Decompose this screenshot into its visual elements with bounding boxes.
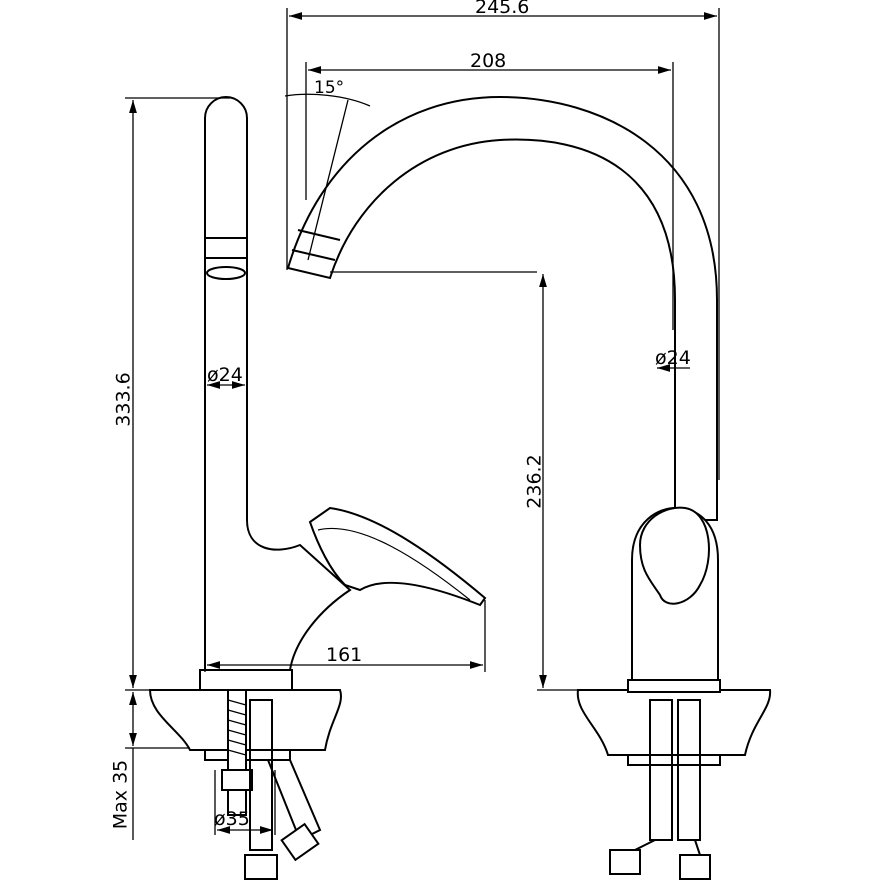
overall-width-label: 245.6 (475, 0, 530, 18)
left-hose-nut-1 (244, 854, 278, 880)
right-hose-2 (677, 699, 701, 841)
left-aerator-ring (204, 237, 248, 259)
left-lever-handle (308, 506, 487, 607)
max-counter-thickness-label: Max 35 (109, 759, 132, 830)
handle-reach-label: 161 (326, 644, 363, 666)
left-side-view (148, 96, 487, 880)
spout-nozzle (291, 229, 341, 261)
left-hose-2 (266, 759, 322, 842)
overall-height-label: 333.6 (112, 372, 135, 427)
right-pipe-diameter-label: ø24 (655, 347, 691, 369)
right-lever-handle (638, 506, 710, 605)
mount-hole-diameter-label: ø35 (214, 808, 250, 830)
right-spout (286, 95, 718, 521)
spout-height-label: 236.2 (523, 454, 546, 509)
right-hose-1 (649, 699, 673, 841)
right-base-plate (627, 679, 721, 693)
left-base-plate (199, 669, 293, 691)
left-pipe-diameter-label: ø24 (207, 364, 243, 386)
left-aerator-opening (206, 266, 246, 280)
left-hose-1 (249, 699, 273, 851)
right-hose-nut-2 (679, 854, 711, 880)
left-underplate (204, 749, 291, 761)
spout-reach-label: 208 (470, 50, 507, 72)
left-hose-nut-2 (280, 822, 320, 862)
right-hose-nut-1 (609, 849, 641, 875)
right-front-view (286, 95, 772, 880)
dimension-lines (125, 8, 720, 840)
right-underplate (627, 754, 721, 766)
spout-angle-label: 15° (314, 78, 345, 98)
right-stone-base (576, 689, 772, 756)
left-stone-base (148, 689, 342, 751)
